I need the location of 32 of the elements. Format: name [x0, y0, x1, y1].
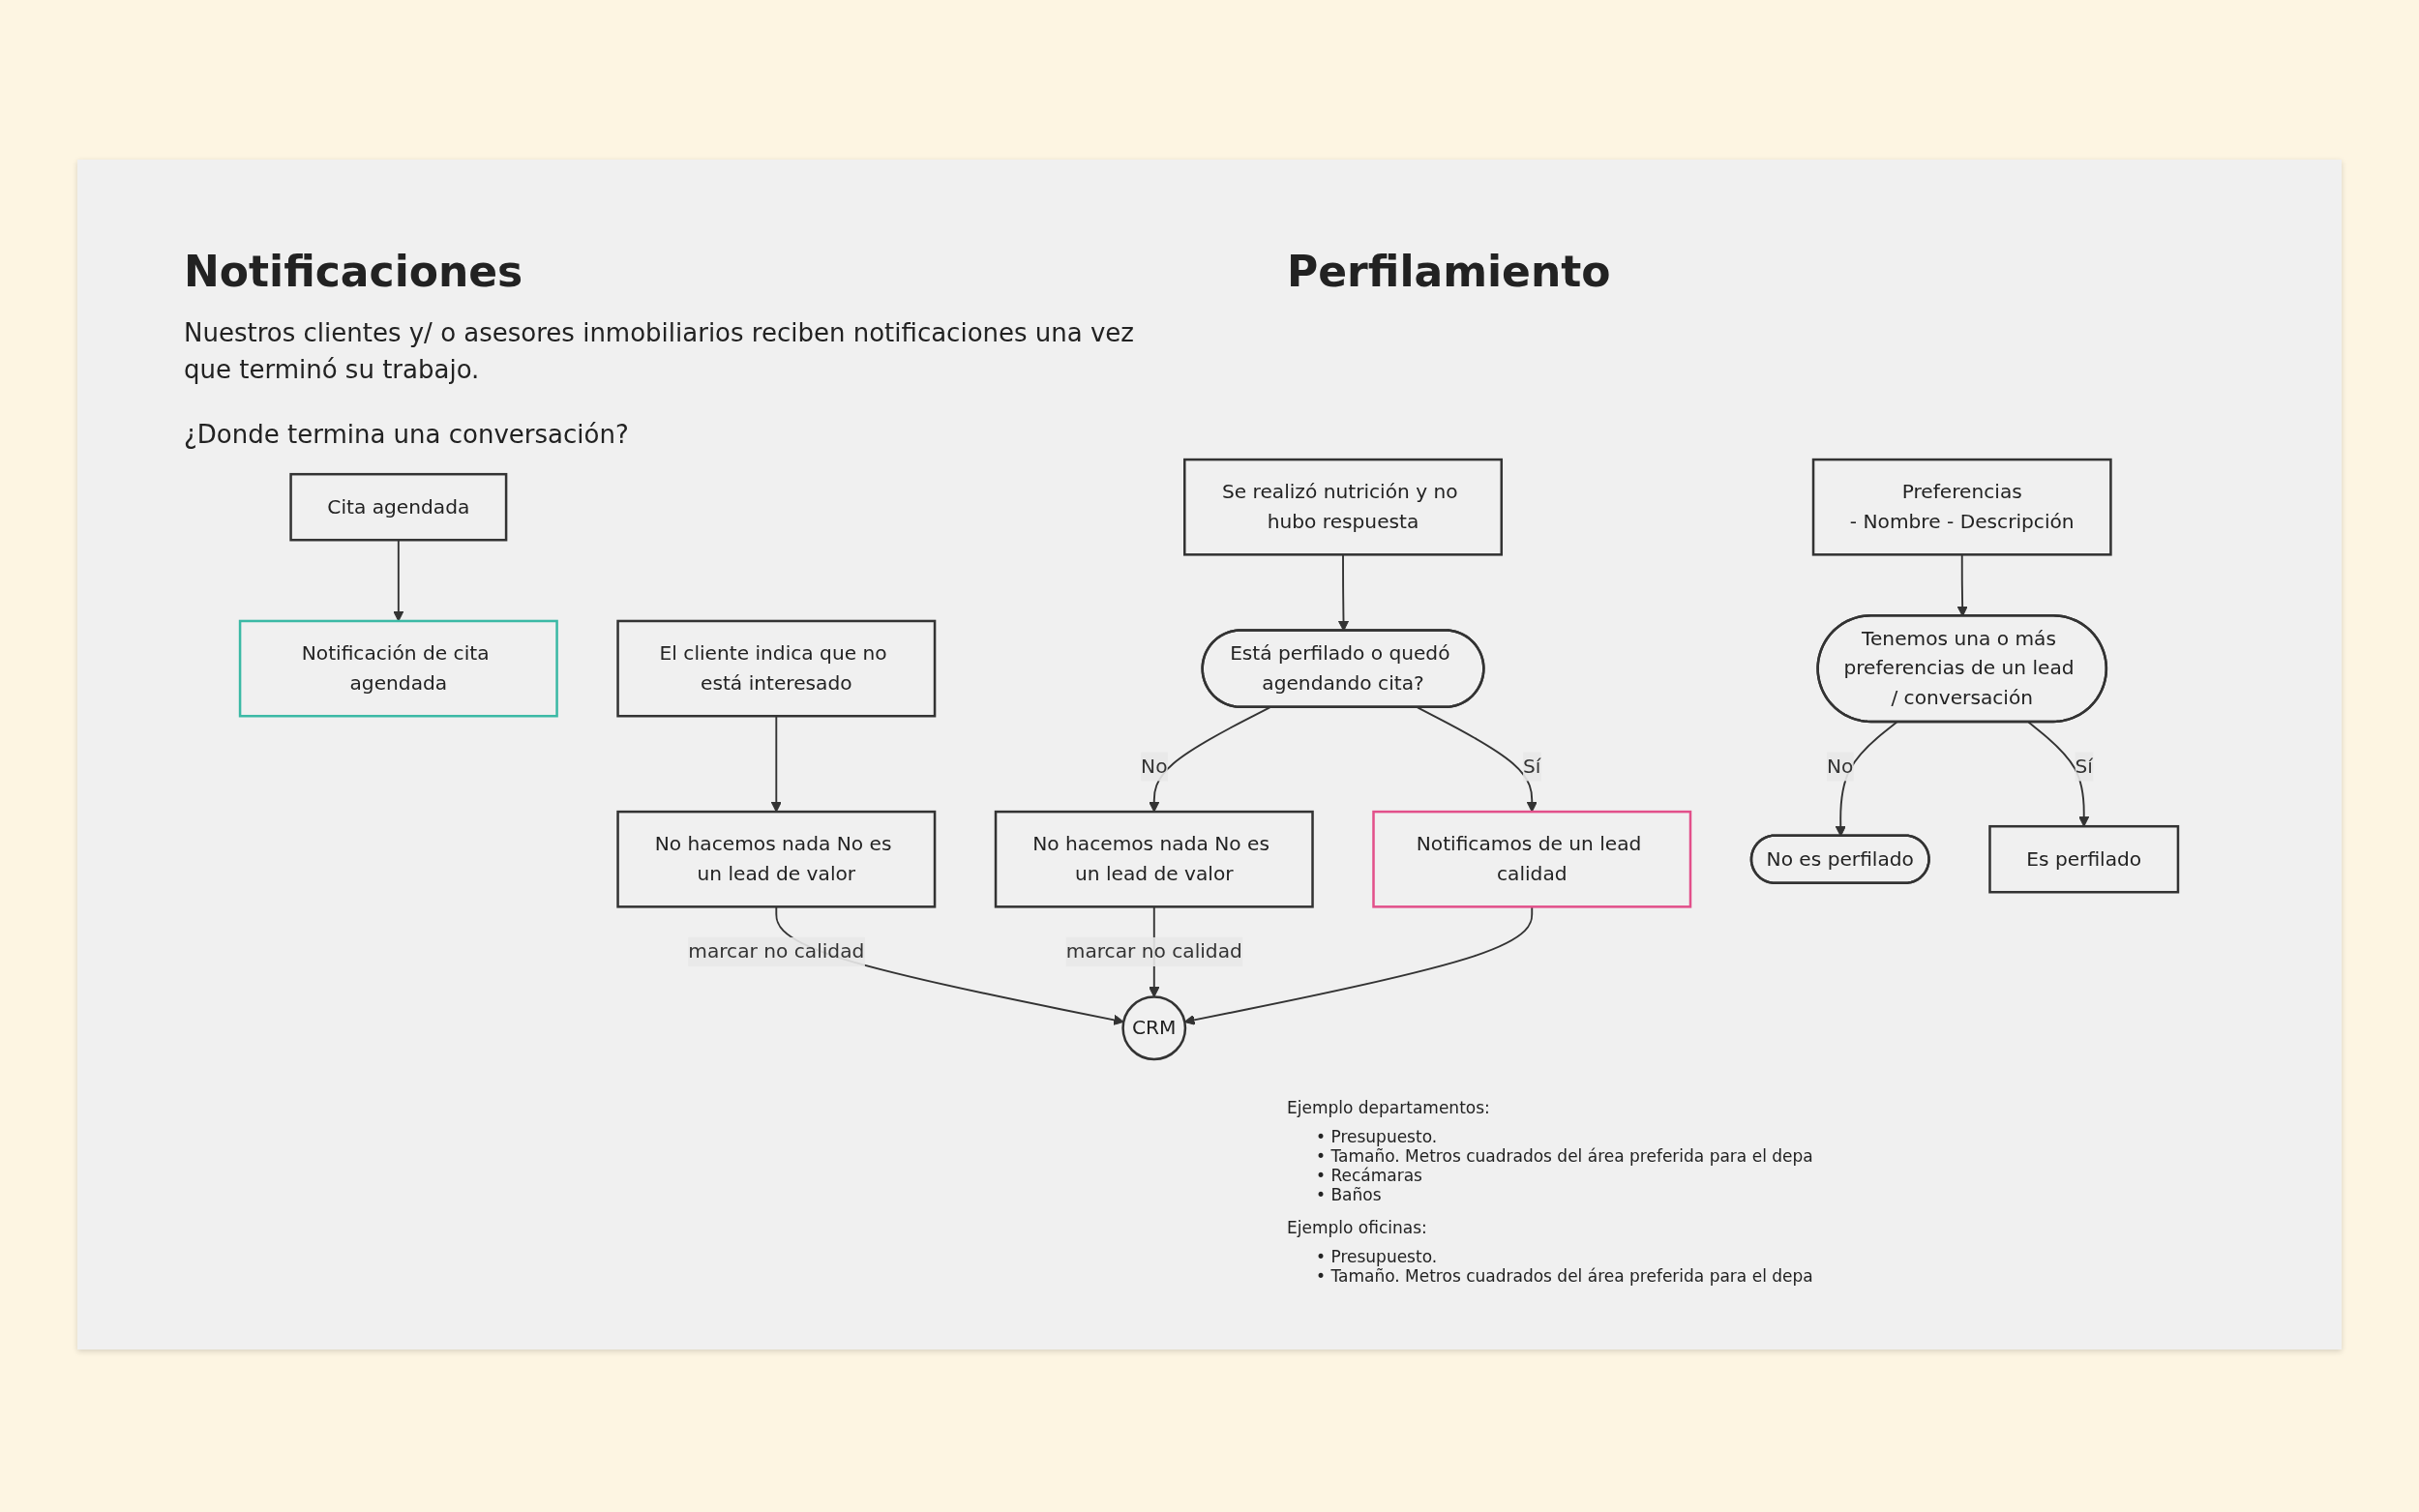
bullet-item: • Recámaras — [1316, 1166, 1423, 1185]
section-heading: Notificaciones — [184, 247, 524, 296]
edge-label: Sí — [2076, 754, 2094, 778]
node-box — [616, 619, 937, 718]
node-box — [1183, 458, 1504, 556]
section-heading: Perfilamiento — [1287, 247, 1612, 296]
note-text: Ejemplo oficinas: — [1287, 1218, 1428, 1237]
edge-label: No — [1141, 754, 1168, 778]
node-box — [239, 619, 559, 718]
node-box — [616, 810, 937, 908]
node-circle — [1121, 995, 1187, 1061]
node-box — [1372, 810, 1692, 908]
card-background: Notificaciones Nuestros clientes y/ o asesores inmobiliarios reciben notificaciones una vez que terminó su trabajo. ¿Donde termina una conversación? Perfilamiento No Sí No Sí marcar no calidad marcar no calidad Cita agendada Notificación de cita agendada Se realizó nutrición y no hubo respuesta Está perfilado o quedó agendando cita? No hacemos nada No es un lead de valor Notificamos de un lead calidad El cliente indica que no está interesado No hacemos nada No es un lead de valor CRM Preferencias - Nombre - Descripción Tenemos una o más preferencias de un lead / conversación No es perfilado Es perfilado Ejemplo departamentos: • Presupuesto. • Tamaño. Metros cuadrados del área preferida para el depa • Recámaras • Baños Ejemplo oficinas: • Presupuesto. • Tamaño. Metros cuadrados del área preferida para el depa — [77, 160, 2342, 1349]
bullet-item: • Presupuesto. — [1316, 1127, 1439, 1146]
edge-label: No — [1827, 754, 1854, 778]
edge-label: marcar no calidad — [1066, 939, 1243, 964]
note-text: Ejemplo departamentos: — [1287, 1098, 1491, 1117]
arrow — [1149, 706, 1271, 813]
arrow — [1417, 706, 1538, 813]
bullet-item: • Tamaño. Metros cuadrados del área preferida para el depa — [1316, 1146, 1814, 1166]
bullet-item: • Presupuesto. — [1316, 1247, 1439, 1266]
node-box — [1988, 824, 2180, 894]
arrow — [2028, 721, 2090, 827]
note-text: Nuestros clientes y/ o asesores inmobiliarios reciben notificaciones una vez que terminó su trabajo. — [184, 317, 1135, 386]
note-text: ¿Donde termina una conversación? — [184, 419, 630, 452]
edge-label: Sí — [1523, 754, 1541, 778]
edge-label: marcar no calidad — [688, 939, 865, 964]
bullet-item: • Baños — [1316, 1185, 1383, 1204]
node-box — [995, 810, 1315, 908]
bullet-item: • Tamaño. Metros cuadrados del área preferida para el depa — [1316, 1266, 1814, 1286]
node-box — [1812, 458, 2113, 556]
node-box — [289, 472, 508, 542]
